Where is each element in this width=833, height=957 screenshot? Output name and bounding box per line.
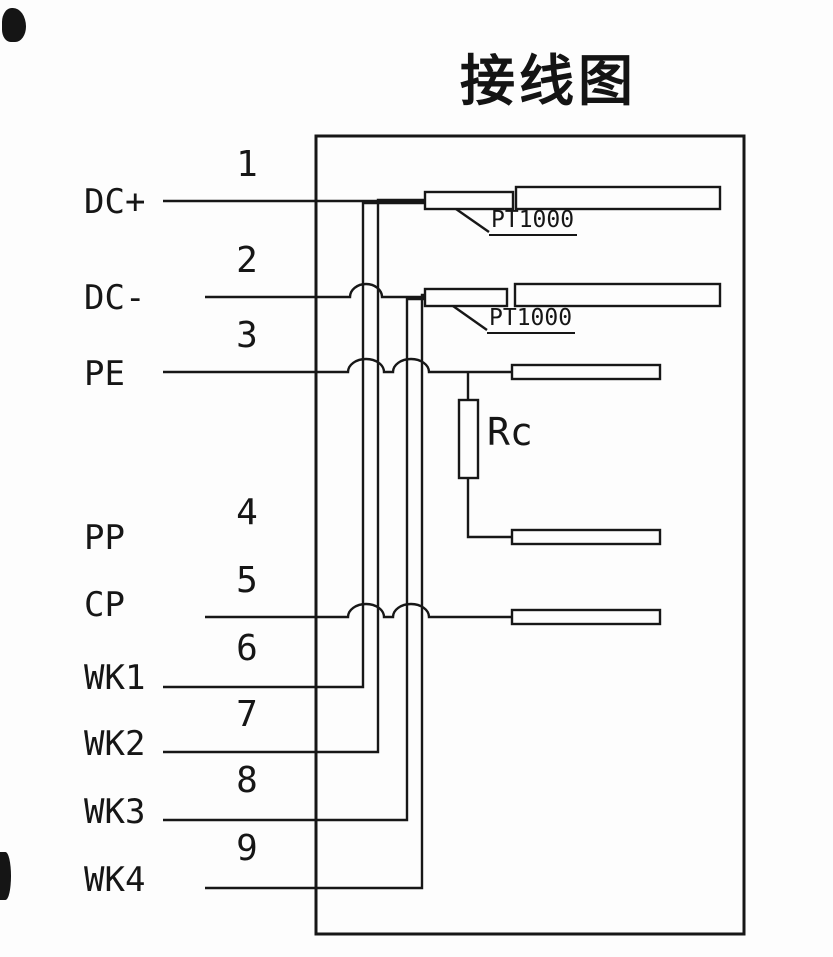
wire-wk4 bbox=[205, 293, 424, 890]
scan-artifact-top-left bbox=[2, 8, 26, 42]
sensor1-leader-line bbox=[455, 208, 490, 233]
resistor-label: Rc bbox=[487, 410, 533, 454]
terminal-number-4: 4 bbox=[236, 492, 258, 533]
terminal-number-8: 8 bbox=[236, 760, 258, 801]
terminal-number-5: 5 bbox=[236, 560, 258, 601]
sensor1-probe bbox=[423, 190, 515, 211]
terminal-label-dc-plus: DC+ bbox=[84, 182, 146, 222]
wire-cp bbox=[205, 602, 512, 619]
terminal-label-wk2: WK2 bbox=[84, 724, 146, 764]
terminal-bar-cp bbox=[510, 608, 662, 626]
terminal-number-2: 2 bbox=[236, 240, 258, 281]
terminal-label-dc-minus: DC- bbox=[84, 278, 146, 318]
terminal-number-9: 9 bbox=[236, 828, 258, 869]
terminal-number-1: 1 bbox=[236, 144, 258, 185]
terminal-number-6: 6 bbox=[236, 628, 258, 669]
sensor1-label: PT1000 bbox=[489, 207, 578, 236]
wire-wk2 bbox=[163, 198, 424, 754]
wire-pe-branch-rc bbox=[466, 372, 512, 539]
terminal-label-wk1: WK1 bbox=[84, 658, 146, 698]
sensor2-label: PT1000 bbox=[487, 305, 576, 334]
terminal-label-cp: CP bbox=[84, 585, 125, 625]
terminal-bar-pp bbox=[510, 528, 662, 546]
sensor1-body bbox=[514, 185, 722, 211]
terminal-label-wk4: WK4 bbox=[84, 860, 146, 900]
wire-dc-minus bbox=[205, 282, 425, 299]
sensor2-probe bbox=[423, 287, 509, 308]
terminal-bar-pe bbox=[510, 363, 662, 381]
sensor2-body bbox=[513, 282, 722, 308]
terminal-number-3: 3 bbox=[236, 315, 258, 356]
terminal-label-wk3: WK3 bbox=[84, 792, 146, 832]
wire-pe bbox=[163, 357, 512, 374]
terminal-number-7: 7 bbox=[236, 694, 258, 735]
sensor2-leader-line bbox=[452, 305, 488, 331]
resistor-rc-body bbox=[457, 398, 480, 480]
wire-wk3 bbox=[163, 297, 424, 822]
terminal-label-pe: PE bbox=[84, 354, 125, 394]
diagram-title: 接线图 bbox=[460, 49, 638, 113]
terminal-label-pp: PP bbox=[84, 518, 125, 558]
enclosure-box bbox=[314, 134, 746, 936]
wire-wk1 bbox=[163, 201, 424, 689]
scan-artifact-left-edge bbox=[0, 852, 11, 900]
